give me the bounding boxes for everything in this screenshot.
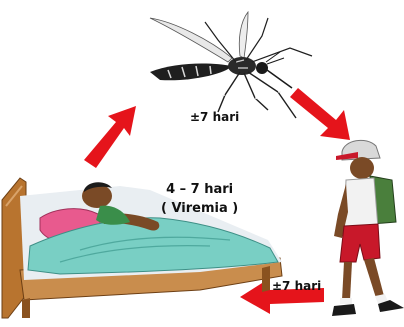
viremia-note-label: ( Viremia ) bbox=[161, 199, 238, 218]
schoolchild-icon bbox=[332, 140, 404, 316]
child-to-patient-duration-label: ±7 hari bbox=[272, 279, 321, 293]
mosquito-icon bbox=[150, 12, 312, 118]
arrow-patient-to-mosquito bbox=[84, 106, 136, 168]
mosquito-to-child-duration-label: ±7 hari bbox=[190, 110, 239, 124]
viremia-duration-label: 4 – 7 hari bbox=[161, 180, 238, 199]
viremia-label: 4 – 7 hari ( Viremia ) bbox=[161, 180, 238, 218]
arrow-mosquito-to-child bbox=[290, 88, 350, 140]
